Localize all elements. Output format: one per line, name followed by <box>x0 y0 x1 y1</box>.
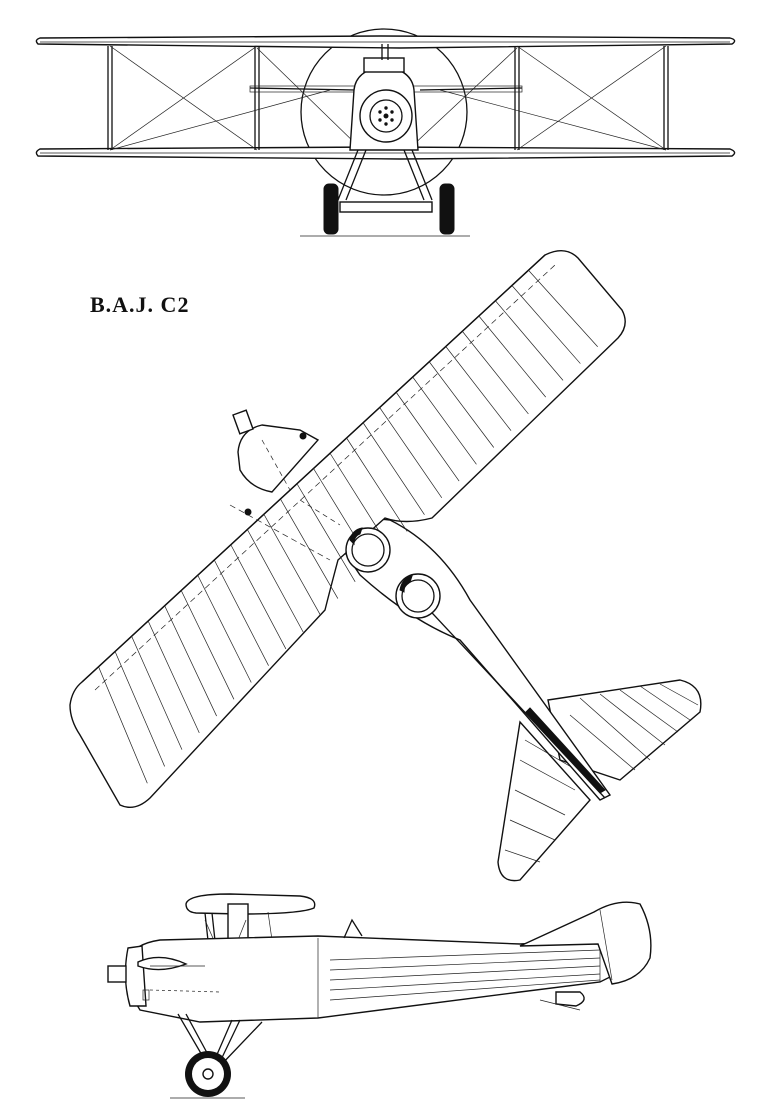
wing-rib <box>495 300 564 381</box>
front-wheel-left <box>323 183 339 235</box>
wing-ribs <box>98 270 598 784</box>
plan-main-wing <box>69 250 626 808</box>
wing-rib <box>247 529 304 633</box>
front-view <box>35 28 736 237</box>
wing-rib <box>412 376 477 465</box>
wing-rib <box>511 285 581 364</box>
side-view <box>107 893 652 1099</box>
wing-rib <box>478 315 546 398</box>
wing-rib <box>462 331 529 415</box>
wing-rib <box>98 666 148 784</box>
propeller-disc <box>300 28 468 196</box>
plan-view <box>69 250 702 882</box>
wing-rib <box>379 407 443 499</box>
wing-rib <box>395 392 460 482</box>
wing-rib <box>362 422 425 515</box>
wing-rib <box>164 605 217 717</box>
plan-engine <box>237 424 320 493</box>
side-fuselage <box>129 935 641 1023</box>
wing-rib <box>230 544 287 650</box>
wing-rib <box>114 651 165 767</box>
wing-rib <box>346 437 408 532</box>
side-tail-fin <box>519 901 652 985</box>
side-upper-wing <box>185 893 316 915</box>
wing-rib <box>445 346 512 431</box>
wing-rib <box>213 559 269 666</box>
wing-rib <box>428 361 495 448</box>
wing-rib <box>197 575 252 683</box>
wing-rib <box>131 636 183 750</box>
wing-rib <box>147 620 200 734</box>
plan-tailplane-lower <box>497 720 591 882</box>
front-wheel-right <box>439 183 455 235</box>
wing-rib <box>263 514 321 616</box>
wing-rib <box>180 590 235 700</box>
wing-rib <box>280 498 339 599</box>
wing-rib <box>296 483 356 582</box>
aircraft-title: B.A.J. C2 <box>90 292 190 317</box>
wing-rib <box>528 270 598 348</box>
